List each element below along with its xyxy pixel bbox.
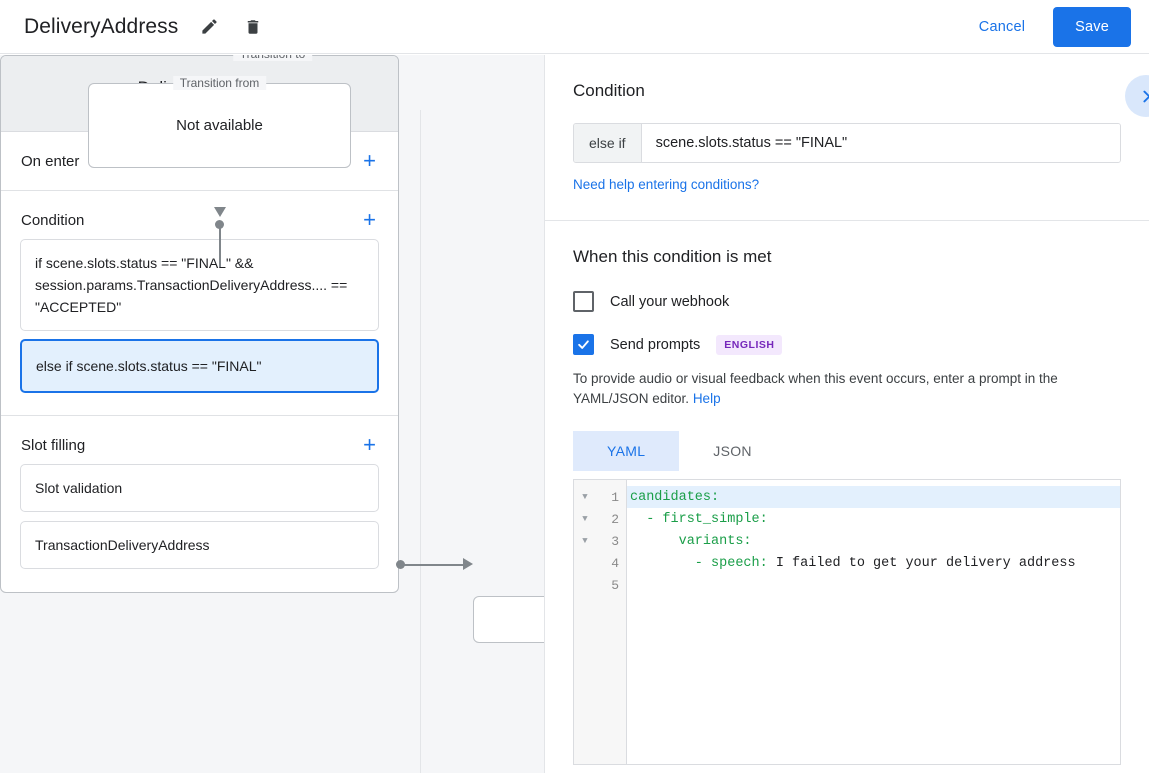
flow-canvas[interactable]: Transition from Not available Transition…: [0, 55, 545, 773]
condition-prefix-label: else if: [574, 124, 642, 162]
prompts-help-link[interactable]: Help: [692, 391, 721, 406]
editor-gutter: ▼ 1 ▼ 2 ▼ 3 4 5: [574, 480, 627, 764]
panel-when-met-section: When this condition is met Call your web…: [545, 221, 1149, 773]
line-number: 3: [611, 533, 619, 549]
cancel-button[interactable]: Cancel: [967, 11, 1037, 43]
code-key: candidates:: [630, 489, 720, 505]
add-condition-button[interactable]: +: [363, 207, 376, 232]
line-number: 5: [611, 577, 619, 593]
tab-json[interactable]: JSON: [713, 443, 752, 459]
code-key: - speech:: [630, 555, 768, 571]
code-line[interactable]: [627, 574, 1120, 596]
condition-title: Condition: [21, 211, 85, 229]
webhook-label: Call your webhook: [610, 293, 730, 310]
transition-target-node[interactable]: [473, 596, 545, 643]
edge-arrow-right-icon: [463, 558, 473, 570]
canvas-guide-line: [420, 110, 421, 773]
add-on-enter-button[interactable]: +: [363, 148, 376, 173]
yaml-editor[interactable]: ▼ 1 ▼ 2 ▼ 3 4 5: [573, 479, 1121, 765]
on-enter-header: On enter +: [1, 132, 398, 190]
code-line[interactable]: variants:: [627, 530, 1120, 552]
panel-condition-heading: Condition: [573, 81, 645, 100]
line-number: 4: [611, 555, 619, 571]
line-number: 1: [611, 489, 619, 505]
language-badge: ENGLISH: [716, 334, 783, 355]
code-line[interactable]: - first_simple:: [627, 508, 1120, 530]
send-prompts-row[interactable]: Send prompts ENGLISH: [573, 334, 1121, 355]
condition-expression-input[interactable]: scene.slots.status == "FINAL": [641, 124, 1120, 162]
edge-vertical-line: [219, 224, 221, 267]
save-button[interactable]: Save: [1053, 6, 1131, 47]
code-key: - first_simple:: [630, 511, 768, 527]
panel-condition-section: Condition else if scene.slots.status == …: [545, 55, 1149, 221]
editor-code-area[interactable]: candidates: - first_simple: variants: - …: [627, 480, 1120, 764]
tab-yaml[interactable]: YAML: [573, 431, 680, 471]
when-met-heading: When this condition is met: [573, 247, 772, 266]
slot-item-validation[interactable]: Slot validation: [20, 464, 379, 512]
send-prompts-checkbox[interactable]: [573, 334, 594, 355]
condition-item[interactable]: if scene.slots.status == "FINAL" && sess…: [20, 239, 379, 331]
condition-header: Condition +: [1, 191, 398, 239]
gutter-line[interactable]: 4: [574, 552, 626, 574]
slot-item-transaction-delivery-address[interactable]: TransactionDeliveryAddress: [20, 521, 379, 569]
on-enter-title: On enter: [21, 152, 80, 170]
code-key: variants:: [630, 533, 752, 549]
slot-filling-header: Slot filling +: [1, 416, 398, 464]
webhook-row[interactable]: Call your webhook: [573, 291, 1121, 312]
gutter-line[interactable]: 5: [574, 574, 626, 596]
pencil-icon[interactable]: [196, 14, 222, 40]
condition-list: if scene.slots.status == "FINAL" && sess…: [1, 239, 398, 415]
edge-horizontal-line: [400, 564, 468, 566]
fold-triangle-icon[interactable]: ▼: [582, 536, 588, 546]
gutter-line[interactable]: ▼ 2: [574, 508, 626, 530]
code-value: I failed to get your delivery address: [767, 555, 1076, 571]
section-slot-filling: Slot filling + Slot validation Transacti…: [1, 416, 398, 592]
trash-icon[interactable]: [240, 14, 266, 40]
editor-format-tabs: YAML JSON: [573, 431, 1121, 471]
send-prompts-label: Send prompts: [610, 336, 701, 353]
transition-from-legend: Transition from: [172, 76, 267, 90]
line-number: 2: [611, 511, 619, 527]
section-on-enter: On enter +: [1, 132, 398, 191]
prompts-description: To provide audio or visual feedback when…: [573, 369, 1121, 409]
code-line[interactable]: - speech: I failed to get your delivery …: [627, 552, 1120, 574]
add-slot-button[interactable]: +: [363, 432, 376, 457]
prompts-description-text: To provide audio or visual feedback when…: [573, 371, 1058, 406]
transition-from-node[interactable]: Transition from Not available: [88, 76, 351, 168]
condition-item-selected[interactable]: else if scene.slots.status == "FINAL": [20, 339, 379, 393]
details-panel: Condition else if scene.slots.status == …: [545, 55, 1149, 773]
panel-divider: [544, 55, 545, 773]
fold-triangle-icon[interactable]: ▼: [582, 514, 588, 524]
app-header: DeliveryAddress Cancel Save: [0, 0, 1149, 54]
code-line[interactable]: candidates:: [627, 486, 1120, 508]
gutter-line[interactable]: ▼ 1: [574, 486, 626, 508]
section-condition: Condition + if scene.slots.status == "FI…: [1, 191, 398, 416]
fold-triangle-icon[interactable]: ▼: [582, 492, 588, 502]
gutter-line[interactable]: ▼ 3: [574, 530, 626, 552]
slot-filling-list: Slot validation TransactionDeliveryAddre…: [1, 464, 398, 592]
transition-from-value: Not available: [176, 117, 263, 134]
condition-help-link[interactable]: Need help entering conditions?: [573, 177, 760, 192]
condition-help-row: Need help entering conditions?: [573, 176, 1121, 194]
transition-to-legend: Transition to: [232, 55, 313, 61]
slot-filling-title: Slot filling: [21, 436, 86, 454]
edge-arrow-down-icon: [214, 207, 226, 217]
condition-input-row[interactable]: else if scene.slots.status == "FINAL": [573, 123, 1121, 163]
page-title: DeliveryAddress: [24, 14, 179, 38]
webhook-checkbox[interactable]: [573, 291, 594, 312]
